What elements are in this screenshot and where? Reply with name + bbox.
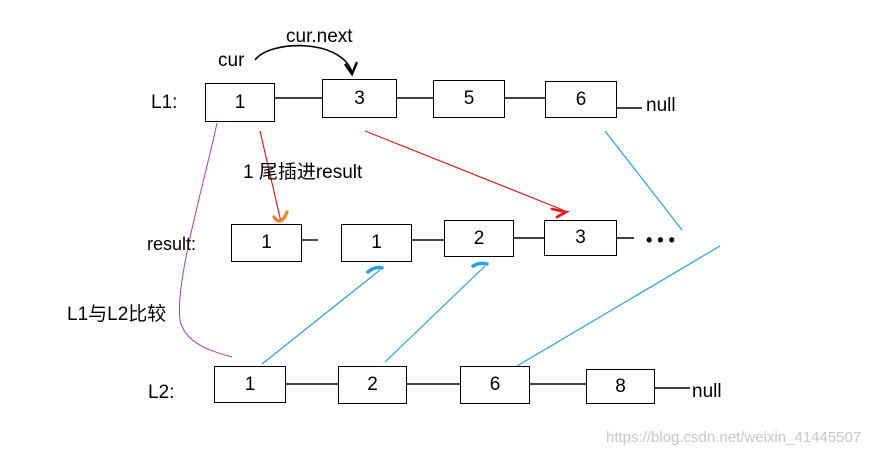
result-label: result:: [147, 234, 197, 254]
blue-arrows: [261, 130, 721, 367]
blue-arrowhead-1: [366, 265, 384, 274]
l1-links: [275, 97, 642, 109]
l1-null-label: null: [646, 95, 676, 116]
result-node: 3: [544, 220, 617, 256]
l2-label: L2:: [148, 382, 175, 403]
orange-arrowhead: [272, 210, 289, 223]
result-links: [302, 237, 634, 241]
l2-links: [286, 383, 690, 389]
l2-node: 6: [460, 366, 530, 404]
l2-null-label: null: [692, 381, 722, 402]
l1-node: 6: [545, 81, 617, 118]
red-arrowhead: [550, 207, 570, 219]
tail-insert-note: 1 尾插进result: [243, 162, 363, 183]
l1-label: L1:: [151, 92, 178, 113]
result-node: 1: [341, 224, 412, 262]
cur-label: cur: [218, 50, 245, 71]
red-arrow-1: [259, 130, 282, 223]
watermark: https://blog.csdn.net/weixin_41445507: [606, 429, 862, 446]
l1-node: 3: [322, 79, 397, 118]
cur-next-arrow: [254, 44, 353, 73]
l2-node: 2: [338, 366, 407, 404]
result-node: 2: [444, 220, 514, 257]
l1-node: 1: [205, 83, 275, 122]
compare-note: L1与L2比较: [67, 304, 167, 325]
cur-next-label: cur.next: [286, 26, 353, 47]
result-node: 1: [231, 224, 302, 262]
cur-next-arrowhead: [344, 61, 359, 77]
l2-node: 1: [214, 366, 286, 403]
l1-node: 5: [433, 80, 505, 118]
compare-curve: [178, 122, 233, 358]
blue-arrowhead-2: [471, 261, 489, 268]
l2-node: 8: [586, 369, 655, 404]
red-arrow-2: [364, 130, 564, 211]
ellipsis-dots: • • •: [646, 230, 675, 250]
